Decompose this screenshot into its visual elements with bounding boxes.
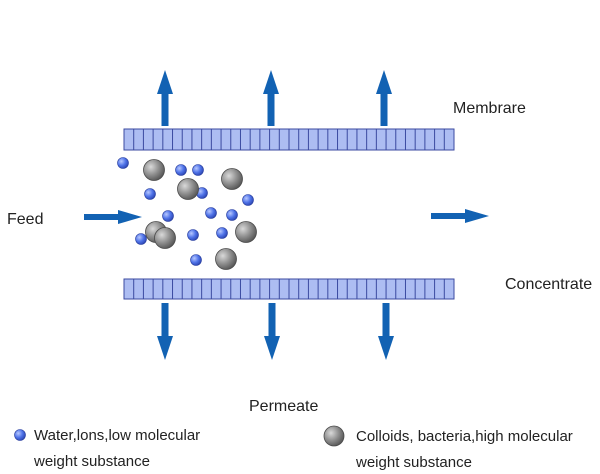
small-particle-icon — [216, 227, 228, 239]
membrane-bottom — [123, 278, 455, 300]
small-particle-icon — [226, 209, 238, 221]
particles — [117, 157, 257, 270]
large-particle-icon — [235, 221, 257, 243]
legend-large-line-1: Colloids, bacteria,high molecular — [356, 428, 573, 445]
permeate-down-arrow-icon — [264, 303, 280, 360]
concentrate-arrow-icon — [431, 209, 489, 223]
legend-small-particle: Water,lons,low molecular weight substanc… — [34, 423, 200, 474]
large-particle-icon — [215, 248, 237, 270]
permeate-down-arrow-icon — [378, 303, 394, 360]
permeate-up-arrow-icon — [157, 70, 173, 126]
small-particle-icon — [205, 207, 217, 219]
permeate-up-arrow-icon — [263, 70, 279, 126]
permeate-up-arrow-icon — [376, 70, 392, 126]
small-particle-icon — [144, 188, 156, 200]
small-particle-icon — [190, 254, 202, 266]
feed-arrow-icon — [84, 210, 142, 224]
small-particle-icon — [135, 233, 147, 245]
flow-arrows — [84, 70, 489, 360]
permeate-down-arrow-icon — [157, 303, 173, 360]
small-particle-icon — [192, 164, 204, 176]
legend-small-line-2: weight substance — [34, 453, 150, 470]
small-particle-icon — [175, 164, 187, 176]
legend-large-line-2: weight substance — [356, 454, 472, 471]
large-particle-icon — [221, 168, 243, 190]
small-particle-icon — [162, 210, 174, 222]
large-particle-icon — [177, 178, 199, 200]
concentrate-label: Concentrate — [505, 276, 593, 293]
legend-small-line-1: Water,lons,low molecular — [34, 427, 201, 444]
feed-label: Feed — [7, 211, 44, 228]
legend-icons — [14, 425, 345, 447]
small-particle-icon — [242, 194, 254, 206]
membrane-label: Membrare — [453, 100, 526, 117]
legend-blue-particle-icon — [14, 429, 26, 441]
membrane-top — [123, 128, 455, 151]
permeate-label: Permeate — [249, 398, 319, 415]
large-particle-icon — [143, 159, 165, 181]
legend-large-particle: Colloids, bacteria,high molecular weight… — [356, 424, 573, 474]
small-particle-icon — [187, 229, 199, 241]
small-particle-icon — [117, 157, 129, 169]
large-particle-icon — [154, 227, 176, 249]
legend-gray-particle-icon — [323, 425, 345, 447]
